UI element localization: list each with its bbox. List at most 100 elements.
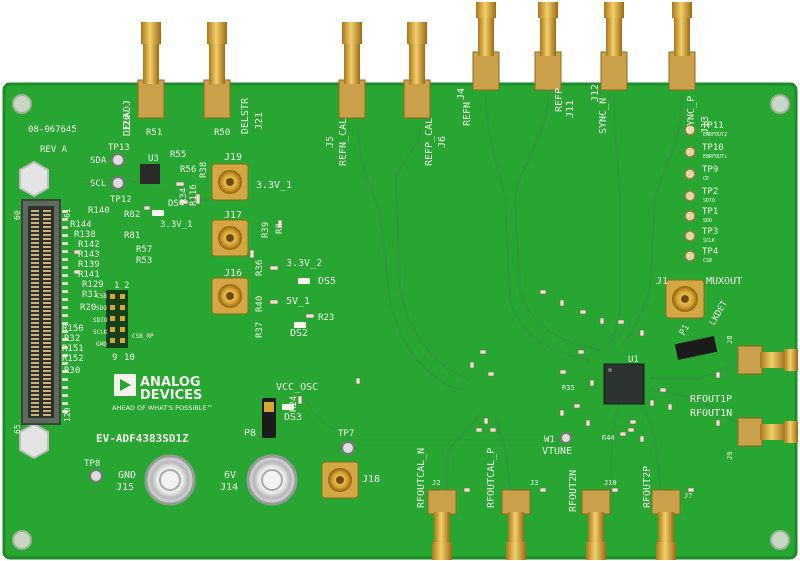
smd-component xyxy=(539,289,547,295)
fmc-pin xyxy=(31,338,39,340)
label-j19-net: 3.3V_1 xyxy=(256,180,292,191)
fmc-pin xyxy=(43,322,51,324)
smd-pad xyxy=(62,378,68,381)
sma-right-j9 xyxy=(737,417,798,447)
label-ds4: DS4 xyxy=(168,199,184,209)
label-j19: J19 xyxy=(224,152,242,163)
board-part-number: EV-ADF4383SD1Z xyxy=(96,432,189,445)
smd-component xyxy=(559,299,565,307)
label-tp2: TP2 xyxy=(702,187,718,197)
smd-components xyxy=(73,181,721,493)
label-r24: R24 xyxy=(289,396,299,412)
label-hdr-csb-rp: CSB_RP xyxy=(132,333,154,340)
fmc-pin xyxy=(43,226,51,228)
smb-j18 xyxy=(321,461,359,499)
header-pin xyxy=(110,294,115,299)
fmc-pin xyxy=(43,334,51,336)
fmc-pin xyxy=(43,290,51,292)
smb-j17 xyxy=(211,219,249,257)
label-ds2: DS2 xyxy=(290,328,308,339)
label-rfout2p: RFOUT2P xyxy=(642,466,653,508)
fmc-pin xyxy=(31,230,39,232)
smd-pad xyxy=(62,250,68,253)
smd-component xyxy=(475,427,483,433)
smd-component xyxy=(627,427,635,433)
header-pin xyxy=(120,338,125,343)
label-net-enrfout1: ENRFOUT1 xyxy=(703,154,727,160)
label-tp13: TP13 xyxy=(108,143,130,153)
label-r152: R152 xyxy=(62,354,84,364)
label-rfoutcal-p: RFOUTCAL_P xyxy=(486,448,497,508)
label-r53: R53 xyxy=(136,256,152,266)
label-j8: J8 xyxy=(726,336,734,344)
fmc-pin xyxy=(31,246,39,248)
label-scl: SCL xyxy=(90,179,106,189)
fmc-pin xyxy=(31,242,39,244)
smd-pad xyxy=(62,346,68,349)
label-ds2-v: 5V_1 xyxy=(286,296,310,307)
pcb-number: 08-067645 xyxy=(28,125,77,135)
smd-pad xyxy=(62,330,68,333)
label-j6: J6 xyxy=(437,136,448,148)
mounting-hole-bl xyxy=(12,530,32,550)
label-net-sdo: SDO xyxy=(703,218,712,224)
label-j3: J3 xyxy=(530,479,538,487)
fmc-pin-rows xyxy=(31,210,68,416)
label-r51: R51 xyxy=(146,128,162,138)
label-tp1: TP1 xyxy=(702,207,718,217)
label-j2: J2 xyxy=(432,479,440,487)
label-refp: REFP xyxy=(554,88,565,112)
smd-component xyxy=(539,487,547,493)
fmc-pin xyxy=(31,274,39,276)
label-refp-cal: REFP_CAL xyxy=(424,118,435,166)
fmc-pin xyxy=(43,374,51,376)
label-j7: J7 xyxy=(684,492,692,500)
brand-tagline: AHEAD OF WHAT'S POSSIBLE™ xyxy=(112,404,213,412)
fmc-pin xyxy=(43,278,51,280)
sma-top-j5 xyxy=(338,22,366,119)
label-net-sdio: SDIO xyxy=(703,198,715,204)
fmc-pin xyxy=(43,258,51,260)
label-rfoutcal-n: RFOUTCAL_N xyxy=(416,448,427,508)
fmc-pin xyxy=(31,286,39,288)
fmc-pin xyxy=(31,310,39,312)
test-point-tp10 xyxy=(684,146,696,158)
fmc-pin xyxy=(43,234,51,236)
standoff-top xyxy=(19,160,49,198)
label-j4: J4 xyxy=(456,88,467,100)
fmc-pin xyxy=(43,318,51,320)
label-hdr-sdo: SDO xyxy=(96,305,107,312)
pcb-revision: REV A xyxy=(40,145,68,155)
label-ds5: DS5 xyxy=(318,276,336,287)
fmc-pin xyxy=(31,210,39,212)
label-w1: W1 xyxy=(544,435,555,445)
fmc-pin xyxy=(43,210,51,212)
fmc-pin xyxy=(43,314,51,316)
fmc-pin xyxy=(43,342,51,344)
label-hdr-sclk: SCLK xyxy=(93,329,108,336)
label-r138: R138 xyxy=(74,230,96,240)
smd-component xyxy=(469,361,475,369)
sma-bottom-j2 xyxy=(427,489,457,560)
label-r8: R8 xyxy=(275,223,285,234)
label-net-csb: CSB xyxy=(703,258,712,264)
fmc-pin xyxy=(43,378,51,380)
fmc-pin xyxy=(43,338,51,340)
label-j14: J14 xyxy=(220,482,238,493)
fmc-pin xyxy=(43,218,51,220)
fmc-pin xyxy=(31,250,39,252)
label-r150: R150 xyxy=(62,324,84,334)
label-hdr-2: 2 xyxy=(124,281,129,291)
fmc-pin xyxy=(31,298,39,300)
label-refn: REFN xyxy=(462,102,473,126)
fmc-pin xyxy=(43,358,51,360)
smd-pad xyxy=(62,410,68,413)
fmc-pin xyxy=(43,398,51,400)
smd-pad xyxy=(62,402,68,405)
fmc-pin xyxy=(31,390,39,392)
smd-component xyxy=(297,395,303,405)
label-deladj: DELADJ xyxy=(122,100,133,136)
smd-component xyxy=(649,399,655,407)
label-ds5-v: 3.3V_2 xyxy=(286,258,322,269)
test-point-tp11 xyxy=(684,124,696,136)
